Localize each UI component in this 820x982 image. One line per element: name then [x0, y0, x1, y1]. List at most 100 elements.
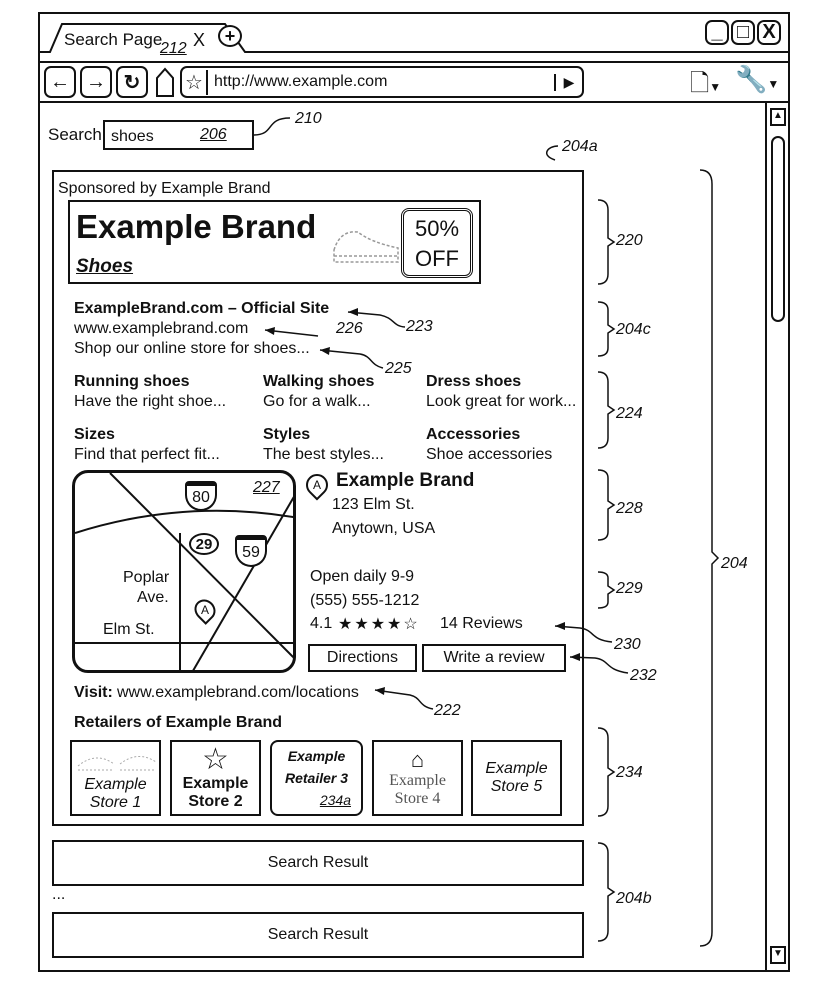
- sitelink-desc: Find that perfect fit...: [74, 446, 220, 463]
- banner-brand: Example Brand: [76, 208, 317, 245]
- business-hours: Open daily 9-9: [310, 568, 415, 585]
- map[interactable]: 227 80 29 59 Poplar Ave. Elm St. A: [72, 470, 296, 673]
- forward-button[interactable]: →: [80, 66, 112, 98]
- minimize-icon: _: [711, 21, 723, 43]
- shield-80: 80: [185, 481, 217, 511]
- ref-220: 220: [616, 232, 643, 249]
- reload-icon: ↻: [123, 71, 141, 94]
- ref-222: 222: [434, 702, 461, 719]
- search-input[interactable]: shoes 206: [103, 120, 254, 150]
- close-button[interactable]: X: [757, 20, 781, 45]
- maximize-button[interactable]: □: [731, 20, 755, 45]
- url-text[interactable]: http://www.example.com: [214, 73, 388, 90]
- ref-225: 225: [385, 360, 412, 377]
- bookmark-star-icon[interactable]: ☆: [182, 69, 208, 95]
- sitelink-title[interactable]: Walking shoes: [263, 373, 375, 390]
- home-icon[interactable]: [155, 66, 175, 98]
- directions-button[interactable]: Directions: [308, 644, 417, 672]
- ref-224: 224: [616, 405, 643, 422]
- retailer-logo-image: [77, 756, 157, 771]
- scroll-down-button[interactable]: ▼: [770, 946, 786, 964]
- location-name[interactable]: Example Brand: [336, 470, 475, 491]
- star-icon: ☆: [202, 743, 229, 776]
- close-icon: X: [762, 21, 776, 43]
- discount-badge: 50% OFF: [401, 208, 473, 278]
- scroll-thumb[interactable]: [771, 136, 785, 322]
- visit-label: Visit:: [74, 684, 113, 701]
- phone-number[interactable]: (555) 555-1212: [310, 592, 420, 609]
- write-review-button[interactable]: Write a review: [422, 644, 566, 672]
- back-button[interactable]: ←: [44, 66, 76, 98]
- retailers-title: Retailers of Example Brand: [74, 714, 283, 731]
- ref-204a: 204a: [562, 138, 598, 155]
- ad-description: Shop our online store for shoes...: [74, 340, 310, 357]
- go-button[interactable]: ▶: [554, 73, 582, 91]
- page-menu-icon[interactable]: 🗋▼: [690, 70, 722, 97]
- sitelink-title[interactable]: Running shoes: [74, 373, 190, 390]
- reload-button[interactable]: ↻: [116, 66, 148, 98]
- tab-search-page[interactable]: Search Page: [64, 30, 163, 49]
- minimize-button[interactable]: _: [705, 20, 729, 45]
- ref-229: 229: [616, 580, 643, 597]
- ref-204: 204: [721, 555, 748, 572]
- ref-210: 210: [295, 110, 322, 127]
- sitelink-desc: Look great for work...: [426, 393, 577, 410]
- wrench-menu-icon[interactable]: 🔧▼: [735, 64, 780, 94]
- browser-window: [38, 12, 790, 972]
- url-bar[interactable]: ☆ http://www.example.com ▶: [180, 66, 584, 98]
- map-roads: [75, 473, 293, 670]
- sitelink-title[interactable]: Sizes: [74, 426, 115, 443]
- arrow-right-icon: →: [86, 70, 106, 93]
- tab-close-icon[interactable]: X: [193, 30, 206, 50]
- banner-product: Shoes: [76, 256, 134, 277]
- shoe-image: [333, 231, 399, 263]
- ref-230: 230: [614, 636, 641, 653]
- street-label: Poplar: [123, 569, 170, 586]
- search-result[interactable]: Search Result: [52, 840, 584, 886]
- rating-stars: ★★★★☆: [338, 616, 420, 633]
- sitelink-desc: Have the right shoe...: [74, 393, 227, 410]
- ad-display-url[interactable]: www.examplebrand.com: [74, 320, 249, 337]
- sitelink-desc: Go for a walk...: [263, 393, 371, 410]
- tab-ref-label: 212: [160, 40, 187, 57]
- new-tab-button[interactable]: +: [218, 25, 242, 47]
- sitelink-title[interactable]: Dress shoes: [426, 373, 522, 390]
- ref-228: 228: [616, 500, 643, 517]
- maximize-icon: □: [736, 21, 750, 43]
- shield-29: 29: [189, 533, 219, 555]
- ref-204b: 204b: [616, 890, 652, 907]
- sitelink-desc: The best styles...: [263, 446, 384, 463]
- sitelink-title[interactable]: Accessories: [426, 426, 521, 443]
- house-icon: ⌂: [410, 747, 425, 772]
- ref-226: 226: [336, 320, 363, 337]
- sitelink-title[interactable]: Styles: [263, 426, 311, 443]
- scroll-up-button[interactable]: ▲: [770, 108, 786, 126]
- discount-line1: 50%: [414, 216, 460, 241]
- search-result[interactable]: Search Result: [52, 912, 584, 958]
- map-ref: 227: [253, 479, 280, 496]
- reviews-link[interactable]: 14 Reviews: [440, 615, 523, 632]
- sponsored-label: Sponsored by Example Brand: [58, 180, 271, 197]
- plus-icon: +: [224, 25, 236, 46]
- search-input-value[interactable]: shoes: [111, 128, 154, 145]
- brand-banner[interactable]: Example Brand Shoes 50% OFF: [68, 200, 481, 284]
- ref-234: 234: [616, 764, 643, 781]
- location-address1: 123 Elm St.: [332, 496, 415, 513]
- visit-url-link[interactable]: www.examplebrand.com/locations: [117, 684, 359, 701]
- ad-headline-link[interactable]: ExampleBrand.com – Official Site: [74, 300, 330, 317]
- street-label: Ave.: [137, 589, 169, 606]
- ref-204c: 204c: [616, 321, 651, 338]
- tab-outline: [40, 23, 788, 103]
- retailer-ref: 234a: [319, 792, 351, 808]
- sitelink-desc: Shoe accessories: [426, 446, 553, 463]
- scrollbar[interactable]: ▲ ▼: [765, 102, 790, 972]
- rating-score: 4.1: [310, 615, 333, 632]
- discount-line2: OFF: [415, 246, 459, 271]
- ref-232: 232: [630, 667, 657, 684]
- results-ellipsis: ...: [52, 886, 66, 903]
